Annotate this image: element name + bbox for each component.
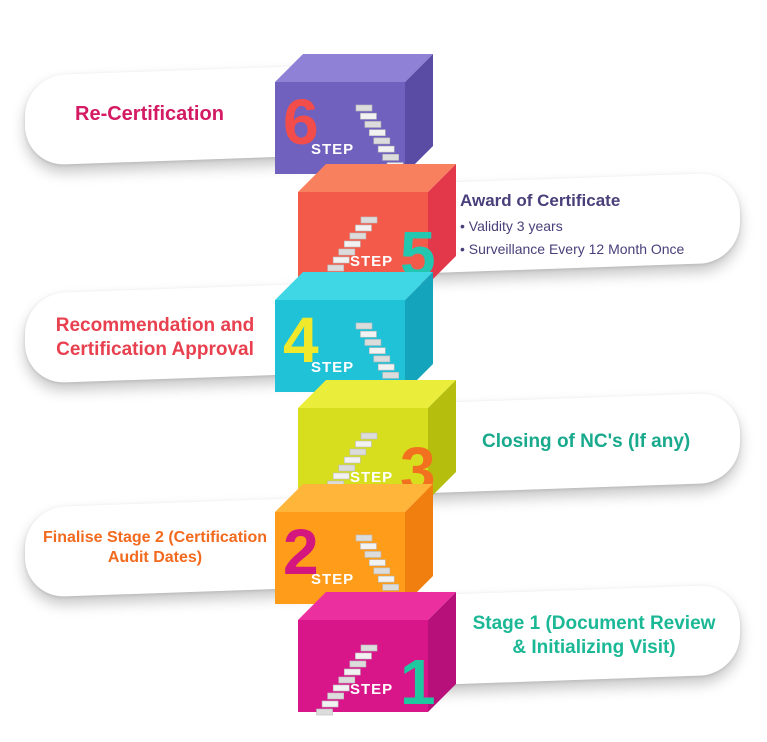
block-side-face — [428, 592, 456, 712]
step-word: STEP — [350, 681, 393, 698]
step-number: 6 — [283, 86, 319, 158]
step-5-bullet: Validity 3 years — [460, 215, 684, 237]
step-2-title: Finalise Stage 2 (Certification Audit Da… — [42, 529, 268, 566]
block-top-face — [275, 272, 433, 300]
block-side-face — [405, 484, 433, 604]
step-number: 2 — [283, 516, 319, 588]
step-word: STEP — [311, 141, 354, 158]
step-3-title: Closing of NC's (If any) — [482, 431, 691, 452]
block-top-face — [298, 592, 456, 620]
step-number: 1 — [400, 646, 436, 718]
block-front-face — [275, 300, 405, 392]
block-top-face — [275, 484, 433, 512]
block-front-face — [275, 82, 405, 174]
block-top-face — [275, 54, 433, 82]
step-5-title-block: Award of Certificate Validity 3 years Su… — [460, 190, 684, 260]
block-side-face — [428, 164, 456, 284]
step-word: STEP — [350, 469, 393, 486]
step-number: 4 — [283, 304, 319, 376]
step-6-title: Re-Certification — [75, 103, 224, 125]
step-5-bullet: Surveillance Every 12 Month Once — [460, 238, 685, 260]
step-5-title: Award of Certificate — [460, 191, 621, 210]
step-word: STEP — [311, 359, 354, 376]
step-word: STEP — [350, 253, 393, 270]
step-word: STEP — [311, 571, 354, 588]
block-side-face — [405, 54, 433, 174]
block-side-face — [405, 272, 433, 392]
block-front-face — [275, 512, 405, 604]
block-top-face — [298, 164, 456, 192]
step-5-bullets: Validity 3 years Surveillance Every 12 M… — [460, 215, 685, 260]
step-4-title: Recommendation and Certification Approva… — [55, 315, 255, 360]
block-top-face — [298, 380, 456, 408]
step-1-title: Stage 1 (Document Review & Initializing … — [472, 613, 716, 658]
block-side-face — [428, 380, 456, 500]
stairs-icon — [316, 644, 378, 716]
